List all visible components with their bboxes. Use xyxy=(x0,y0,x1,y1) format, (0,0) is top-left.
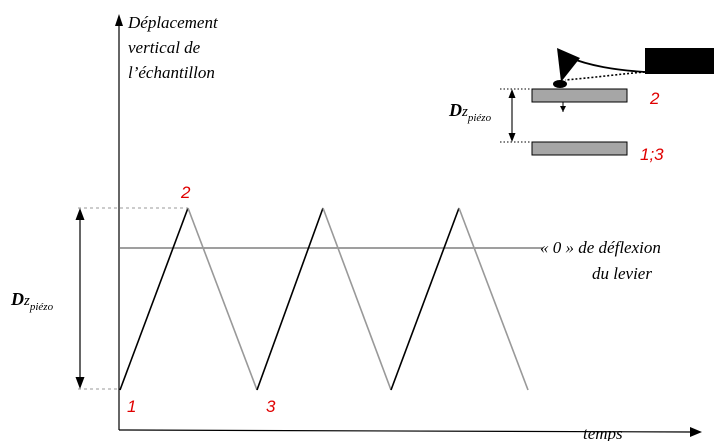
y-axis-label-line3: l’échantillon xyxy=(128,63,215,82)
approach-segment-1 xyxy=(119,207,189,391)
dz-arrowhead-bottom xyxy=(75,377,85,389)
inset-dz-arrowhead-bottom xyxy=(508,133,516,142)
point-label-2: 2 xyxy=(180,183,191,202)
retract-segment-2 xyxy=(322,207,392,391)
sample-upper xyxy=(531,88,628,103)
dz-label: Dzpiézo xyxy=(10,289,54,313)
retract-segment-1 xyxy=(187,207,258,391)
x-axis xyxy=(118,429,691,433)
zero-deflexion-label-line2: du levier xyxy=(592,264,652,283)
inset-position-label-2: 2 xyxy=(649,89,660,108)
tip-apex xyxy=(553,80,567,88)
inset-dz-label: Dzpiézo xyxy=(448,100,492,124)
y-axis-label-line2: vertical de xyxy=(128,38,201,57)
cantilever-rest-dotted xyxy=(564,71,646,81)
point-label-3: 3 xyxy=(266,397,276,416)
dz-arrowhead-top xyxy=(75,208,85,220)
zero-deflexion-label-line1: « 0 » de déflexion xyxy=(540,238,661,257)
sample-lower xyxy=(531,141,628,156)
x-axis-arrowhead xyxy=(690,427,702,437)
afm-tip xyxy=(557,48,580,82)
retract-segment-3 xyxy=(458,207,529,391)
y-axis-label-line1: Déplacement xyxy=(127,13,219,32)
cantilever-chip xyxy=(645,48,714,74)
x-axis-label: temps xyxy=(583,424,623,441)
inset-dz-arrowhead-top xyxy=(508,89,516,98)
inset-position-label-1-3: 1;3 xyxy=(640,145,664,164)
point-label-1: 1 xyxy=(127,397,136,416)
molecule-head xyxy=(560,106,566,112)
cantilever-beam xyxy=(567,56,646,73)
approach-segment-2 xyxy=(256,207,324,391)
y-axis-arrowhead xyxy=(115,14,123,26)
approach-segment-3 xyxy=(390,207,460,391)
